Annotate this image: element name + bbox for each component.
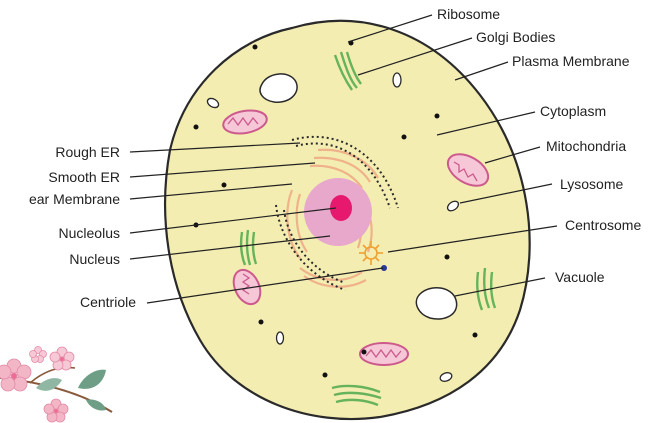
- label-vacuole: Vacuole: [555, 269, 605, 285]
- lysosome: [393, 73, 401, 87]
- label-mitochondria: Mitochondria: [546, 138, 626, 154]
- blossom-icon: [0, 359, 31, 391]
- label-nuclear-membrane: ear Membrane: [29, 191, 120, 207]
- label-cytoplasm: Cytoplasm: [540, 103, 606, 119]
- blossom-icon: [30, 347, 47, 363]
- mitochondrion: [360, 343, 408, 365]
- cherry-blossom-decoration: [0, 347, 112, 423]
- vacuole: [416, 288, 456, 319]
- label-nucleolus: Nucleolus: [59, 225, 120, 241]
- label-centriole: Centriole: [80, 294, 136, 310]
- label-golgi-bodies: Golgi Bodies: [476, 29, 555, 45]
- label-nucleus: Nucleus: [69, 251, 120, 267]
- label-plasma-membrane: Plasma Membrane: [512, 53, 630, 69]
- label-ribosome: Ribosome: [437, 6, 500, 22]
- vacuole: [260, 74, 297, 102]
- label-centrosome: Centrosome: [565, 217, 641, 233]
- label-rough-er: Rough ER: [55, 144, 120, 160]
- lysosome: [277, 332, 284, 344]
- label-lysosome: Lysosome: [560, 176, 624, 192]
- label-smooth-er: Smooth ER: [48, 169, 120, 185]
- blossom-icon: [50, 347, 74, 370]
- blossom-icon: [44, 399, 68, 422]
- leaf-icon: [78, 370, 106, 389]
- leaf-icon: [86, 399, 106, 410]
